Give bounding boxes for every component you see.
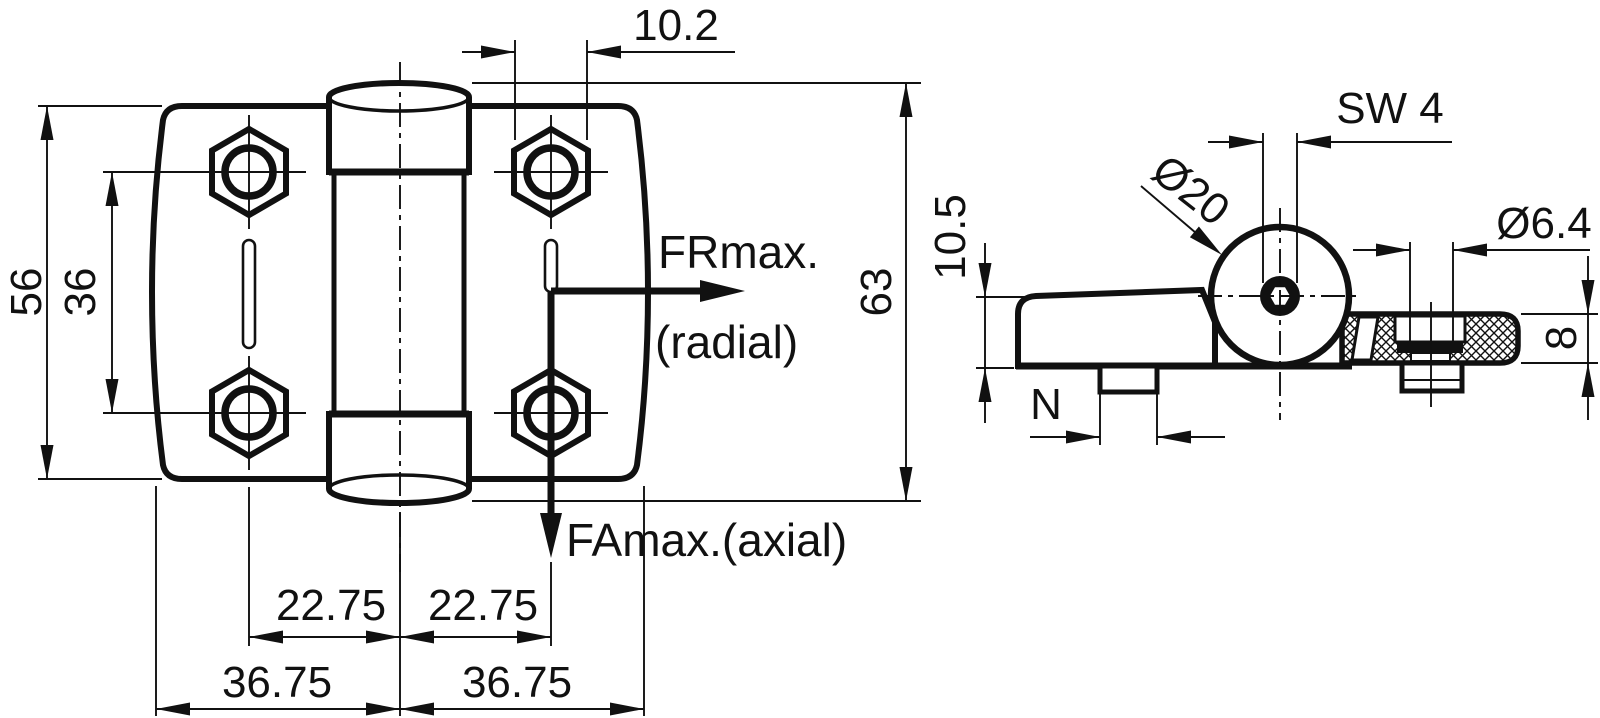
force-radial-arrow xyxy=(551,280,745,302)
svg-text:56: 56 xyxy=(2,268,51,317)
dimension-hex-socket: SW 4 xyxy=(1208,84,1452,283)
svg-text:63: 63 xyxy=(852,268,901,317)
side-screw-head xyxy=(1397,342,1463,353)
hex-nut-top-right xyxy=(494,115,608,229)
dimension-plate-thickness: 8 xyxy=(1521,256,1598,420)
svg-text:10.2: 10.2 xyxy=(633,1,719,50)
dimension-hole-spacing: 36 xyxy=(56,171,192,414)
svg-text:SW 4: SW 4 xyxy=(1336,84,1444,133)
svg-text:36.75: 36.75 xyxy=(222,658,332,707)
dimension-hole-pitch-top: 10.2 xyxy=(462,1,735,140)
dimension-boss-width: N xyxy=(1030,380,1225,445)
force-radial-label: FRmax. xyxy=(658,226,819,278)
side-screw-recess xyxy=(1393,314,1467,344)
svg-text:10.5: 10.5 xyxy=(926,194,975,280)
side-boss-left xyxy=(1097,363,1160,395)
dimension-center-to-hole: 22.75 22.75 xyxy=(249,581,551,644)
leaf-slot-left xyxy=(241,238,257,350)
dimension-height-outer: 56 xyxy=(2,105,162,480)
side-boss-right xyxy=(1399,360,1465,394)
svg-text:8: 8 xyxy=(1537,326,1586,350)
force-axial-label: FAmax.(axial) xyxy=(566,514,847,566)
hex-nut-top-left xyxy=(192,115,306,229)
side-view: 10.5 SW 4 Ø20 Ø6.4 xyxy=(926,84,1598,445)
dimension-hole-diameter: Ø6.4 xyxy=(1353,199,1592,342)
dimension-pivot-height: 10.5 xyxy=(926,194,1040,423)
barrel-middle xyxy=(331,169,467,417)
svg-text:22.75: 22.75 xyxy=(276,581,386,630)
barrel-bottom-sleeve xyxy=(326,411,472,506)
svg-text:Ø20: Ø20 xyxy=(1143,145,1239,235)
dimension-knuckle-diameter: Ø20 xyxy=(1140,145,1239,255)
svg-text:N: N xyxy=(1030,380,1062,429)
leaf-slot-right xyxy=(543,238,559,294)
dimension-center-to-edge: 36.75 36.75 xyxy=(156,658,644,716)
dimension-bottom-extensions xyxy=(155,486,645,716)
force-radial-note: (radial) xyxy=(655,316,798,368)
barrel-top-sleeve xyxy=(326,80,472,175)
front-view: FRmax. (radial) FAmax.(axial) 10.2 56 xyxy=(2,1,921,716)
dimension-height-total: 63 xyxy=(472,82,921,502)
svg-text:36: 36 xyxy=(56,268,105,317)
hex-nut-bottom-left xyxy=(192,356,306,470)
barrel-top-cap-arc xyxy=(327,96,471,113)
svg-text:22.75: 22.75 xyxy=(428,581,538,630)
barrel-bottom-cap-arc xyxy=(327,473,471,490)
svg-text:36.75: 36.75 xyxy=(462,658,572,707)
side-clamp-gap xyxy=(1350,315,1380,362)
side-leaf-outline xyxy=(1015,286,1218,369)
force-axial-arrow xyxy=(540,291,562,558)
svg-text:Ø6.4: Ø6.4 xyxy=(1496,199,1591,248)
